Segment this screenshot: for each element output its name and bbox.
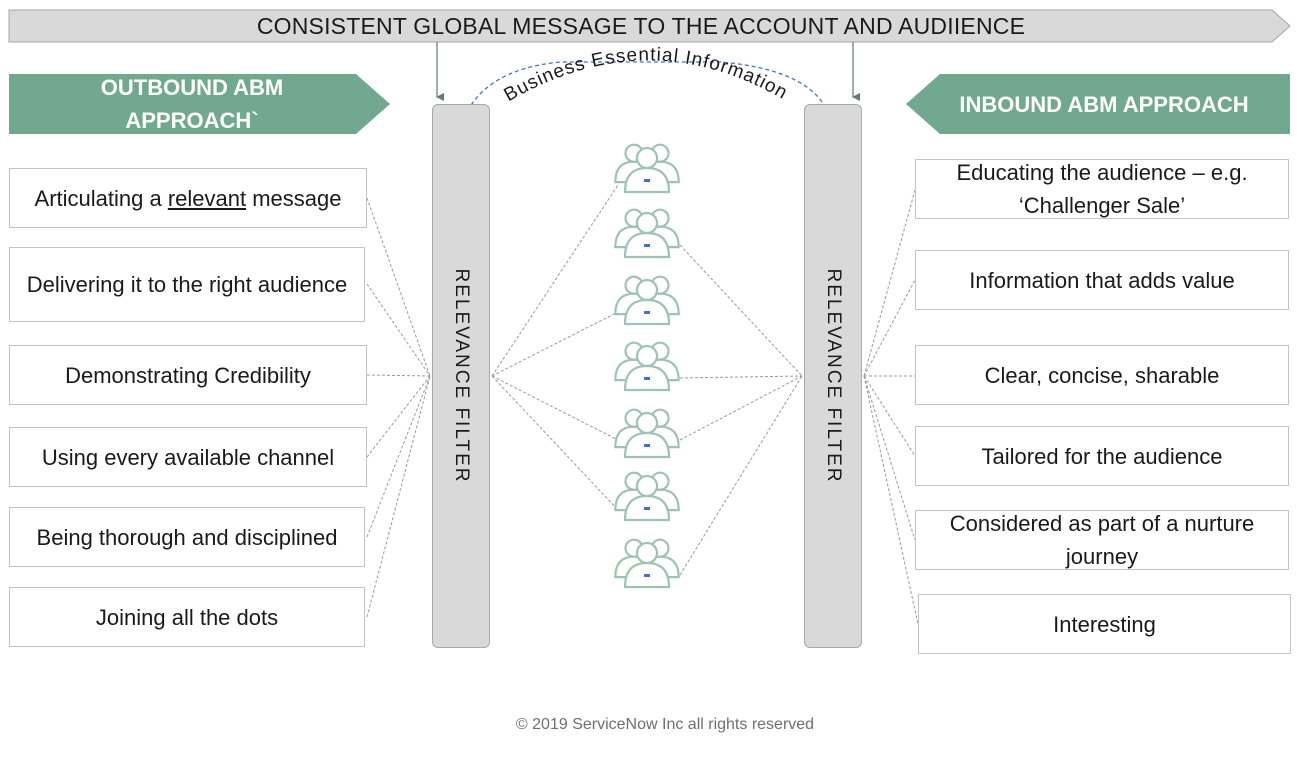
people-group-icon xyxy=(614,538,680,589)
global-message-banner: CONSISTENT GLOBAL MESSAGE TO THE ACCOUNT… xyxy=(256,12,1026,39)
inbound-item-educating: Educating the audience – e.g. ‘Challenge… xyxy=(915,159,1289,219)
inbound-connectors xyxy=(863,189,919,625)
outbound-item-every-channel: Using every available channel xyxy=(9,427,367,487)
people-group-icon xyxy=(614,341,680,392)
people-group-icon xyxy=(614,408,680,459)
inbound-item-adds-value: Information that adds value xyxy=(915,250,1289,310)
underlined-word: relevant xyxy=(167,185,247,211)
outbound-item-relevant-message: Articulating a relevant message xyxy=(9,168,367,228)
outbound-item-thorough: Being thorough and disciplined xyxy=(9,507,365,567)
people-group-icon xyxy=(614,143,680,194)
left-filter-label: RELEVANCE FILTER xyxy=(451,268,472,484)
inbound-item-clear-concise: Clear, concise, sharable xyxy=(915,345,1289,405)
outbound-header-shape xyxy=(9,74,390,134)
outbound-header: OUTBOUND ABM APPROACH` xyxy=(9,74,375,134)
people-to-right-filter-connectors xyxy=(679,244,803,576)
outbound-header-line1: OUTBOUND ABM xyxy=(100,75,284,100)
inbound-item-interesting: Interesting xyxy=(918,594,1291,654)
copyright-footer: © 2019 ServiceNow Inc all rights reserve… xyxy=(515,716,815,733)
outbound-connectors xyxy=(366,197,431,618)
right-relevance-filter: RELEVANCE FILTER xyxy=(804,104,862,648)
outbound-header-line2: APPROACH` xyxy=(125,108,259,133)
left-relevance-filter: RELEVANCE FILTER xyxy=(432,104,490,648)
people-group-icon xyxy=(614,208,680,259)
outbound-item-text: Articulating a relevant message xyxy=(34,185,342,211)
banner-arrow xyxy=(8,9,1291,43)
people-group-icon xyxy=(614,275,680,326)
outbound-item-joining-dots: Joining all the dots xyxy=(9,587,365,647)
people-group-icon xyxy=(614,471,680,522)
inbound-header: INBOUND ABM APPROACH xyxy=(959,91,1249,117)
outbound-item-credibility: Demonstrating Credibility xyxy=(9,345,367,405)
business-info-arc xyxy=(461,61,833,125)
left-filter-to-people-connectors xyxy=(491,184,619,511)
inbound-item-tailored: Tailored for the audience xyxy=(915,426,1289,486)
right-filter-label: RELEVANCE FILTER xyxy=(823,268,844,484)
outbound-item-right-audience: Delivering it to the right audience xyxy=(9,247,365,322)
inbound-header-shape xyxy=(906,74,1290,134)
inbound-item-nurture: Considered as part of a nurture journey xyxy=(915,510,1289,570)
